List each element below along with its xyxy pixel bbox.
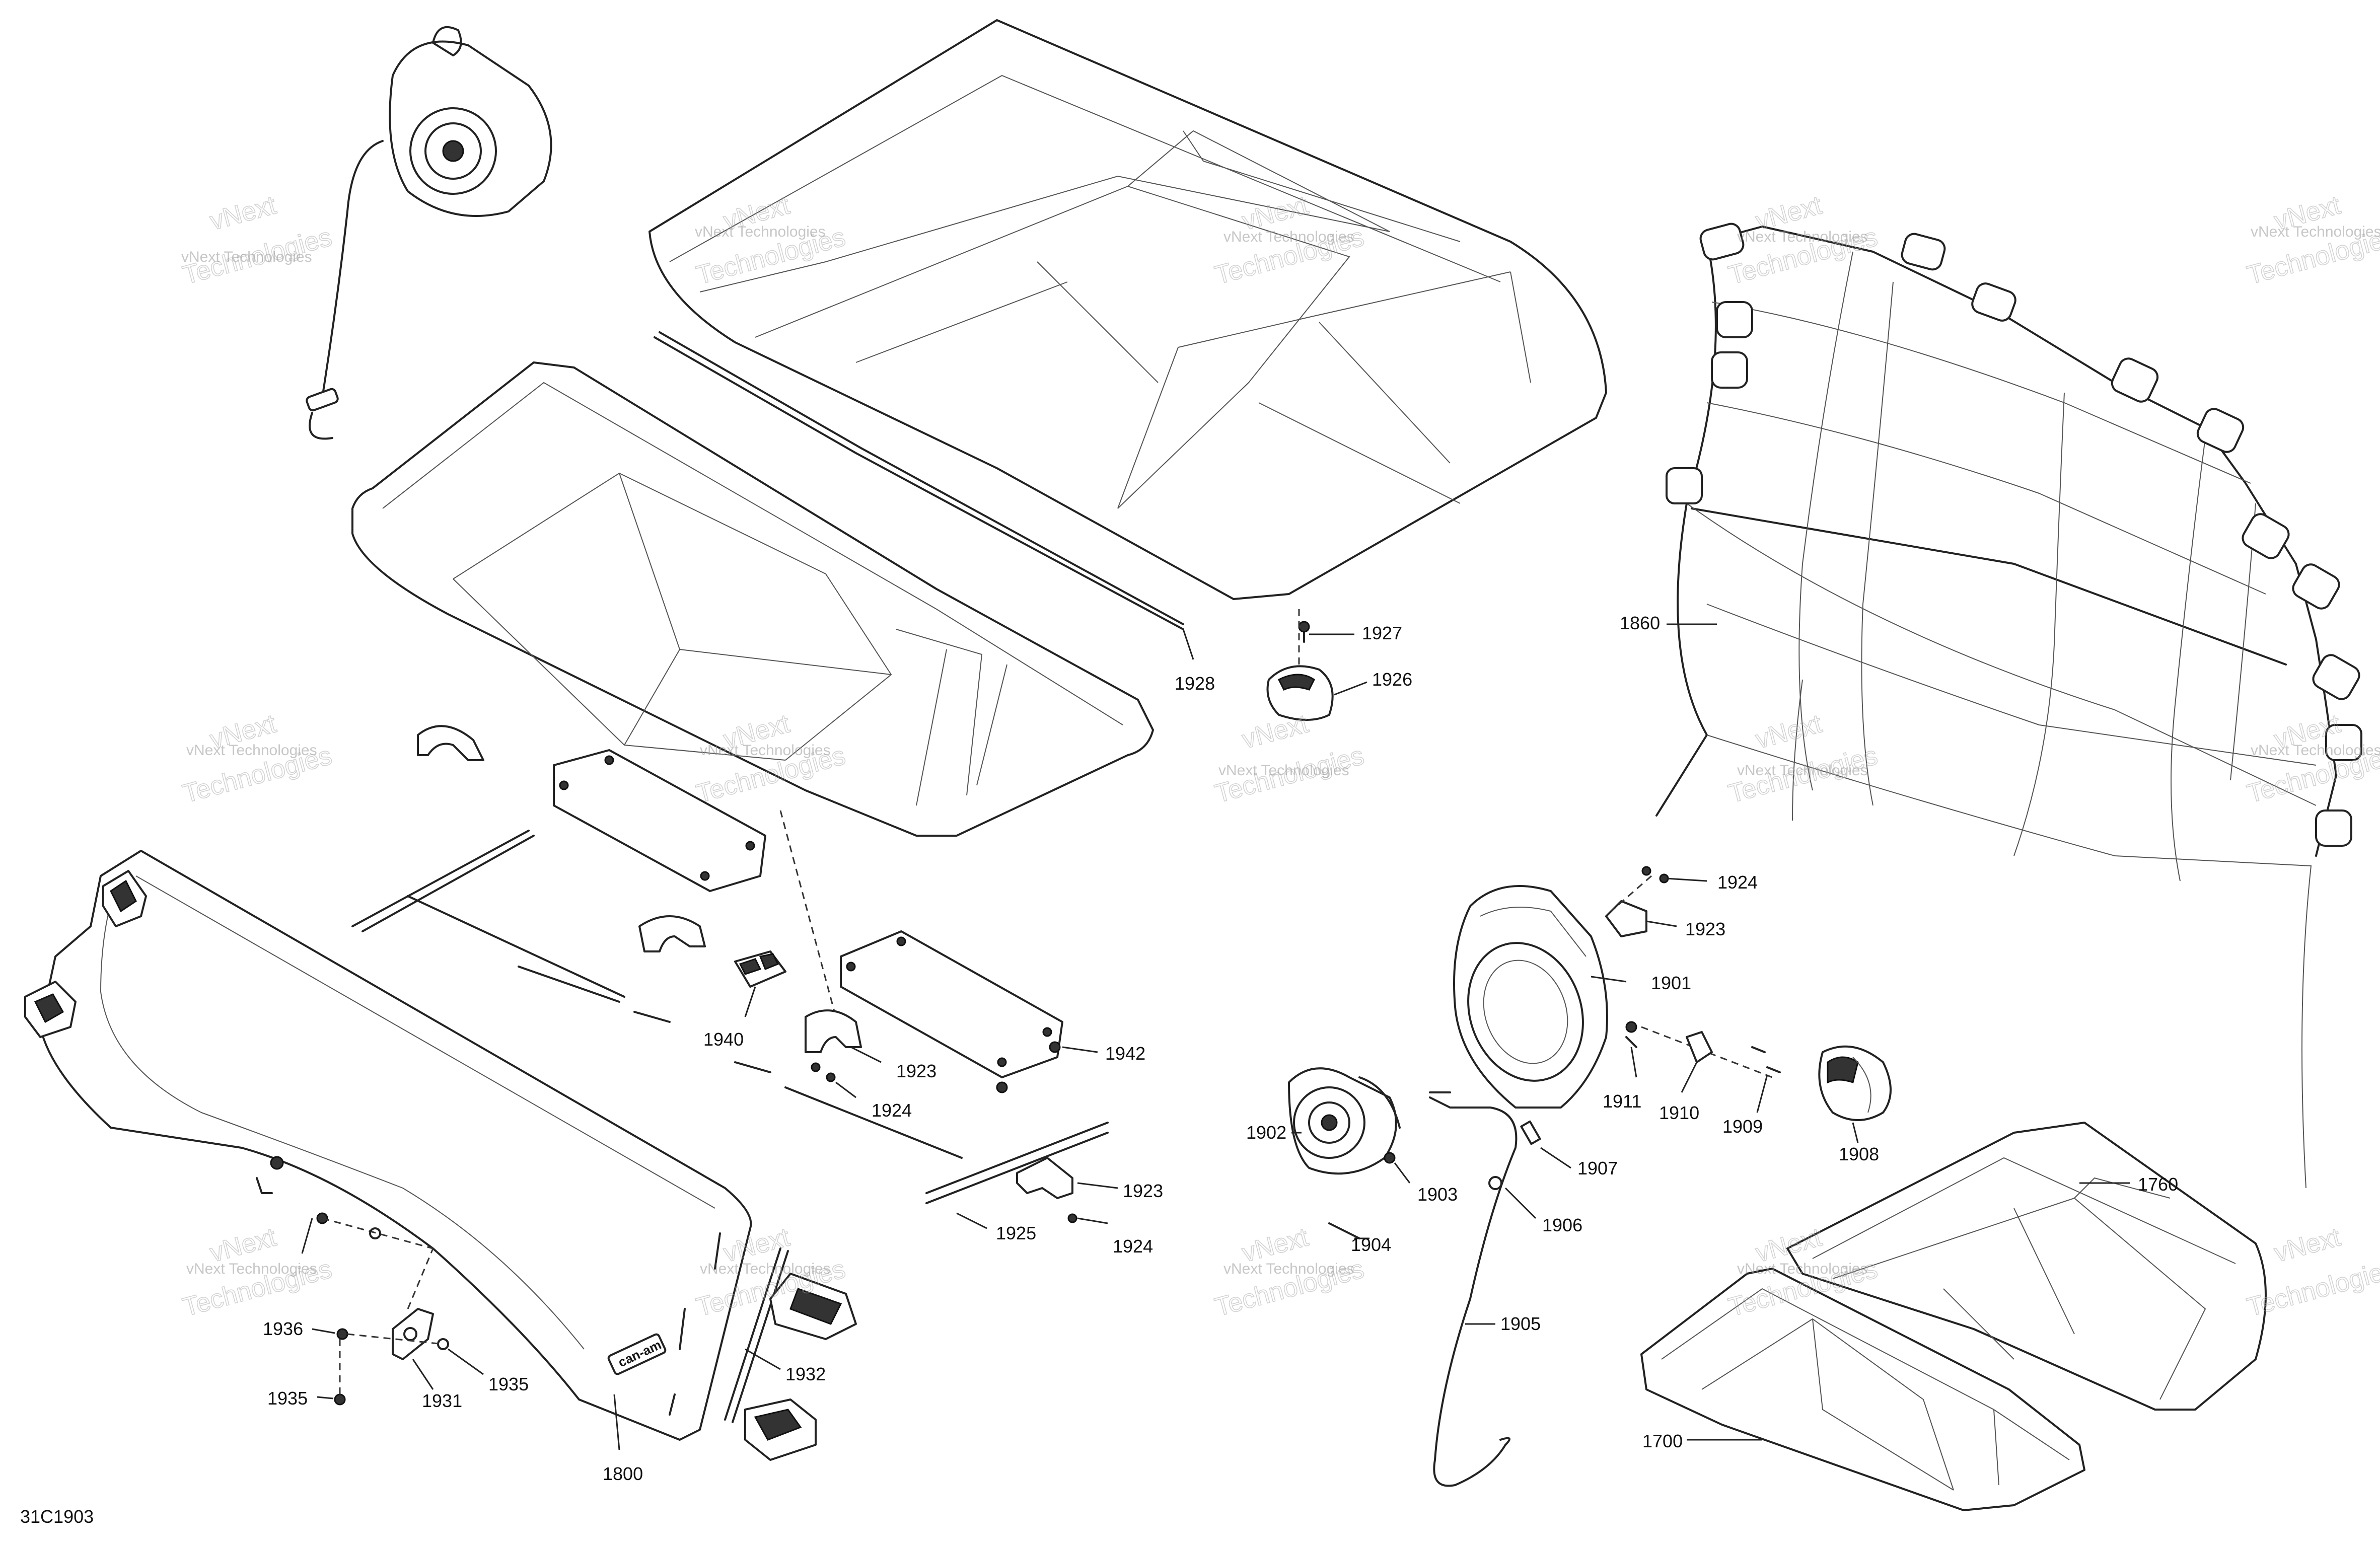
callout-1925: 1925 [996, 1223, 1036, 1243]
callout-1935-a: 1935 [488, 1374, 529, 1394]
svg-text:vNext: vNext [2271, 1222, 2344, 1268]
svg-text:vNext Technologies: vNext Technologies [186, 742, 317, 759]
svg-text:vNext Technologies: vNext Technologies [2251, 224, 2380, 240]
storage-tray-upper [351, 361, 1154, 837]
svg-text:vNext Technologies: vNext Technologies [700, 742, 831, 759]
callout-1860: 1860 [1620, 613, 1660, 633]
svg-text:vNext Technologies: vNext Technologies [181, 249, 312, 265]
callout-1911: 1911 [1603, 1091, 1641, 1112]
knob-1908 [1818, 1045, 1892, 1121]
callout-1940: 1940 [703, 1029, 744, 1050]
callout-1935-b: 1935 [267, 1388, 308, 1409]
mount-hardware-1931 [301, 1212, 484, 1406]
back-panel-1800 [24, 850, 752, 1441]
svg-text:vNext Technologies: vNext Technologies [1737, 1261, 1868, 1277]
callout-1904: 1904 [1351, 1234, 1391, 1255]
seal-strips [351, 830, 1109, 1204]
callout-1905: 1905 [1500, 1313, 1541, 1334]
bracket-1923-right [1605, 866, 1707, 937]
callout-1700: 1700 [1642, 1431, 1683, 1451]
svg-text:vNext Technologies: vNext Technologies [186, 1261, 317, 1277]
callout-1932: 1932 [785, 1364, 826, 1384]
diagram-code: 31C1903 [20, 1506, 94, 1527]
wire-harness-1905 [1429, 1091, 1518, 1487]
cover-plate-lower [840, 930, 1063, 1078]
callout-1907: 1907 [1577, 1158, 1618, 1178]
callout-1923-c: 1923 [1123, 1181, 1163, 1201]
speaker-enclosure-top-left [306, 26, 552, 440]
nut-1906 [1488, 1176, 1502, 1190]
callout-1908: 1908 [1839, 1144, 1879, 1164]
tray-1700 [1640, 1268, 2085, 1511]
svg-text:Technologies: Technologies [2244, 1255, 2380, 1322]
roof-panel [648, 19, 1607, 600]
net-loops [1666, 223, 2362, 847]
callout-1923-b: 1923 [896, 1061, 936, 1081]
svg-text:vNext Technologies: vNext Technologies [2251, 742, 2380, 759]
weatherstrip-1928 [654, 336, 1184, 630]
callout-1760: 1760 [2138, 1174, 2178, 1195]
latch-pads [744, 1273, 857, 1461]
svg-text:vNext Technologies: vNext Technologies [1737, 762, 1868, 779]
latch-1940 [734, 950, 786, 988]
callout-1924-a: 1924 [1717, 872, 1758, 893]
screw-1909 [1751, 1046, 1781, 1073]
svg-text:vNext: vNext [207, 190, 279, 236]
svg-text:vNext Technologies: vNext Technologies [1737, 229, 1868, 245]
callout-1928: 1928 [1175, 673, 1215, 694]
callout-1902: 1902 [1246, 1122, 1286, 1143]
callout-1800: 1800 [603, 1463, 643, 1484]
bracket-1923-b [805, 1009, 862, 1053]
bracket-1910 [1686, 1031, 1713, 1063]
callout-1927: 1927 [1362, 623, 1402, 643]
callout-1924-b: 1924 [872, 1100, 912, 1121]
speaker-enclosure-1901 [1453, 885, 1608, 1109]
callout-1906: 1906 [1542, 1215, 1582, 1235]
svg-text:vNext Technologies: vNext Technologies [1223, 1261, 1354, 1277]
callout-1942: 1942 [1105, 1043, 1145, 1064]
pin-1904 [1328, 1222, 1360, 1239]
svg-text:vNext: vNext [1753, 709, 1825, 755]
svg-text:vNext Technologies: vNext Technologies [695, 224, 826, 240]
clip-1926 [1266, 665, 1334, 721]
callout-1924-c: 1924 [1113, 1236, 1153, 1257]
callout-1901: 1901 [1651, 973, 1691, 993]
callout-1926: 1926 [1372, 669, 1412, 690]
speaker-1902 [1288, 1067, 1401, 1175]
callout-1923-a: 1923 [1685, 919, 1725, 939]
svg-text:vNext Technologies: vNext Technologies [1223, 229, 1354, 245]
screw-1927 [1298, 621, 1310, 643]
callout-1909: 1909 [1722, 1116, 1763, 1137]
callout-1910: 1910 [1659, 1102, 1699, 1123]
bracket-clip-middle [638, 915, 706, 952]
callout-1936: 1936 [263, 1318, 303, 1339]
callout-1931: 1931 [422, 1390, 462, 1411]
svg-text:vNext Technologies: vNext Technologies [1218, 762, 1349, 779]
cover-plate-upper [553, 749, 766, 892]
fitting-1907 [1520, 1120, 1541, 1145]
bracket-1923-c [1016, 1157, 1118, 1224]
rod-1932 [724, 1247, 781, 1421]
bracket-clip-upper [417, 725, 484, 761]
rear-net-1860 [1655, 226, 2337, 1189]
tray-1760 [1786, 1122, 2267, 1411]
svg-text:vNext: vNext [1239, 709, 1312, 755]
svg-text:vNext Technologies: vNext Technologies [700, 1261, 831, 1277]
hardware-1911 [1625, 1021, 1637, 1048]
callout-1903: 1903 [1417, 1184, 1458, 1205]
